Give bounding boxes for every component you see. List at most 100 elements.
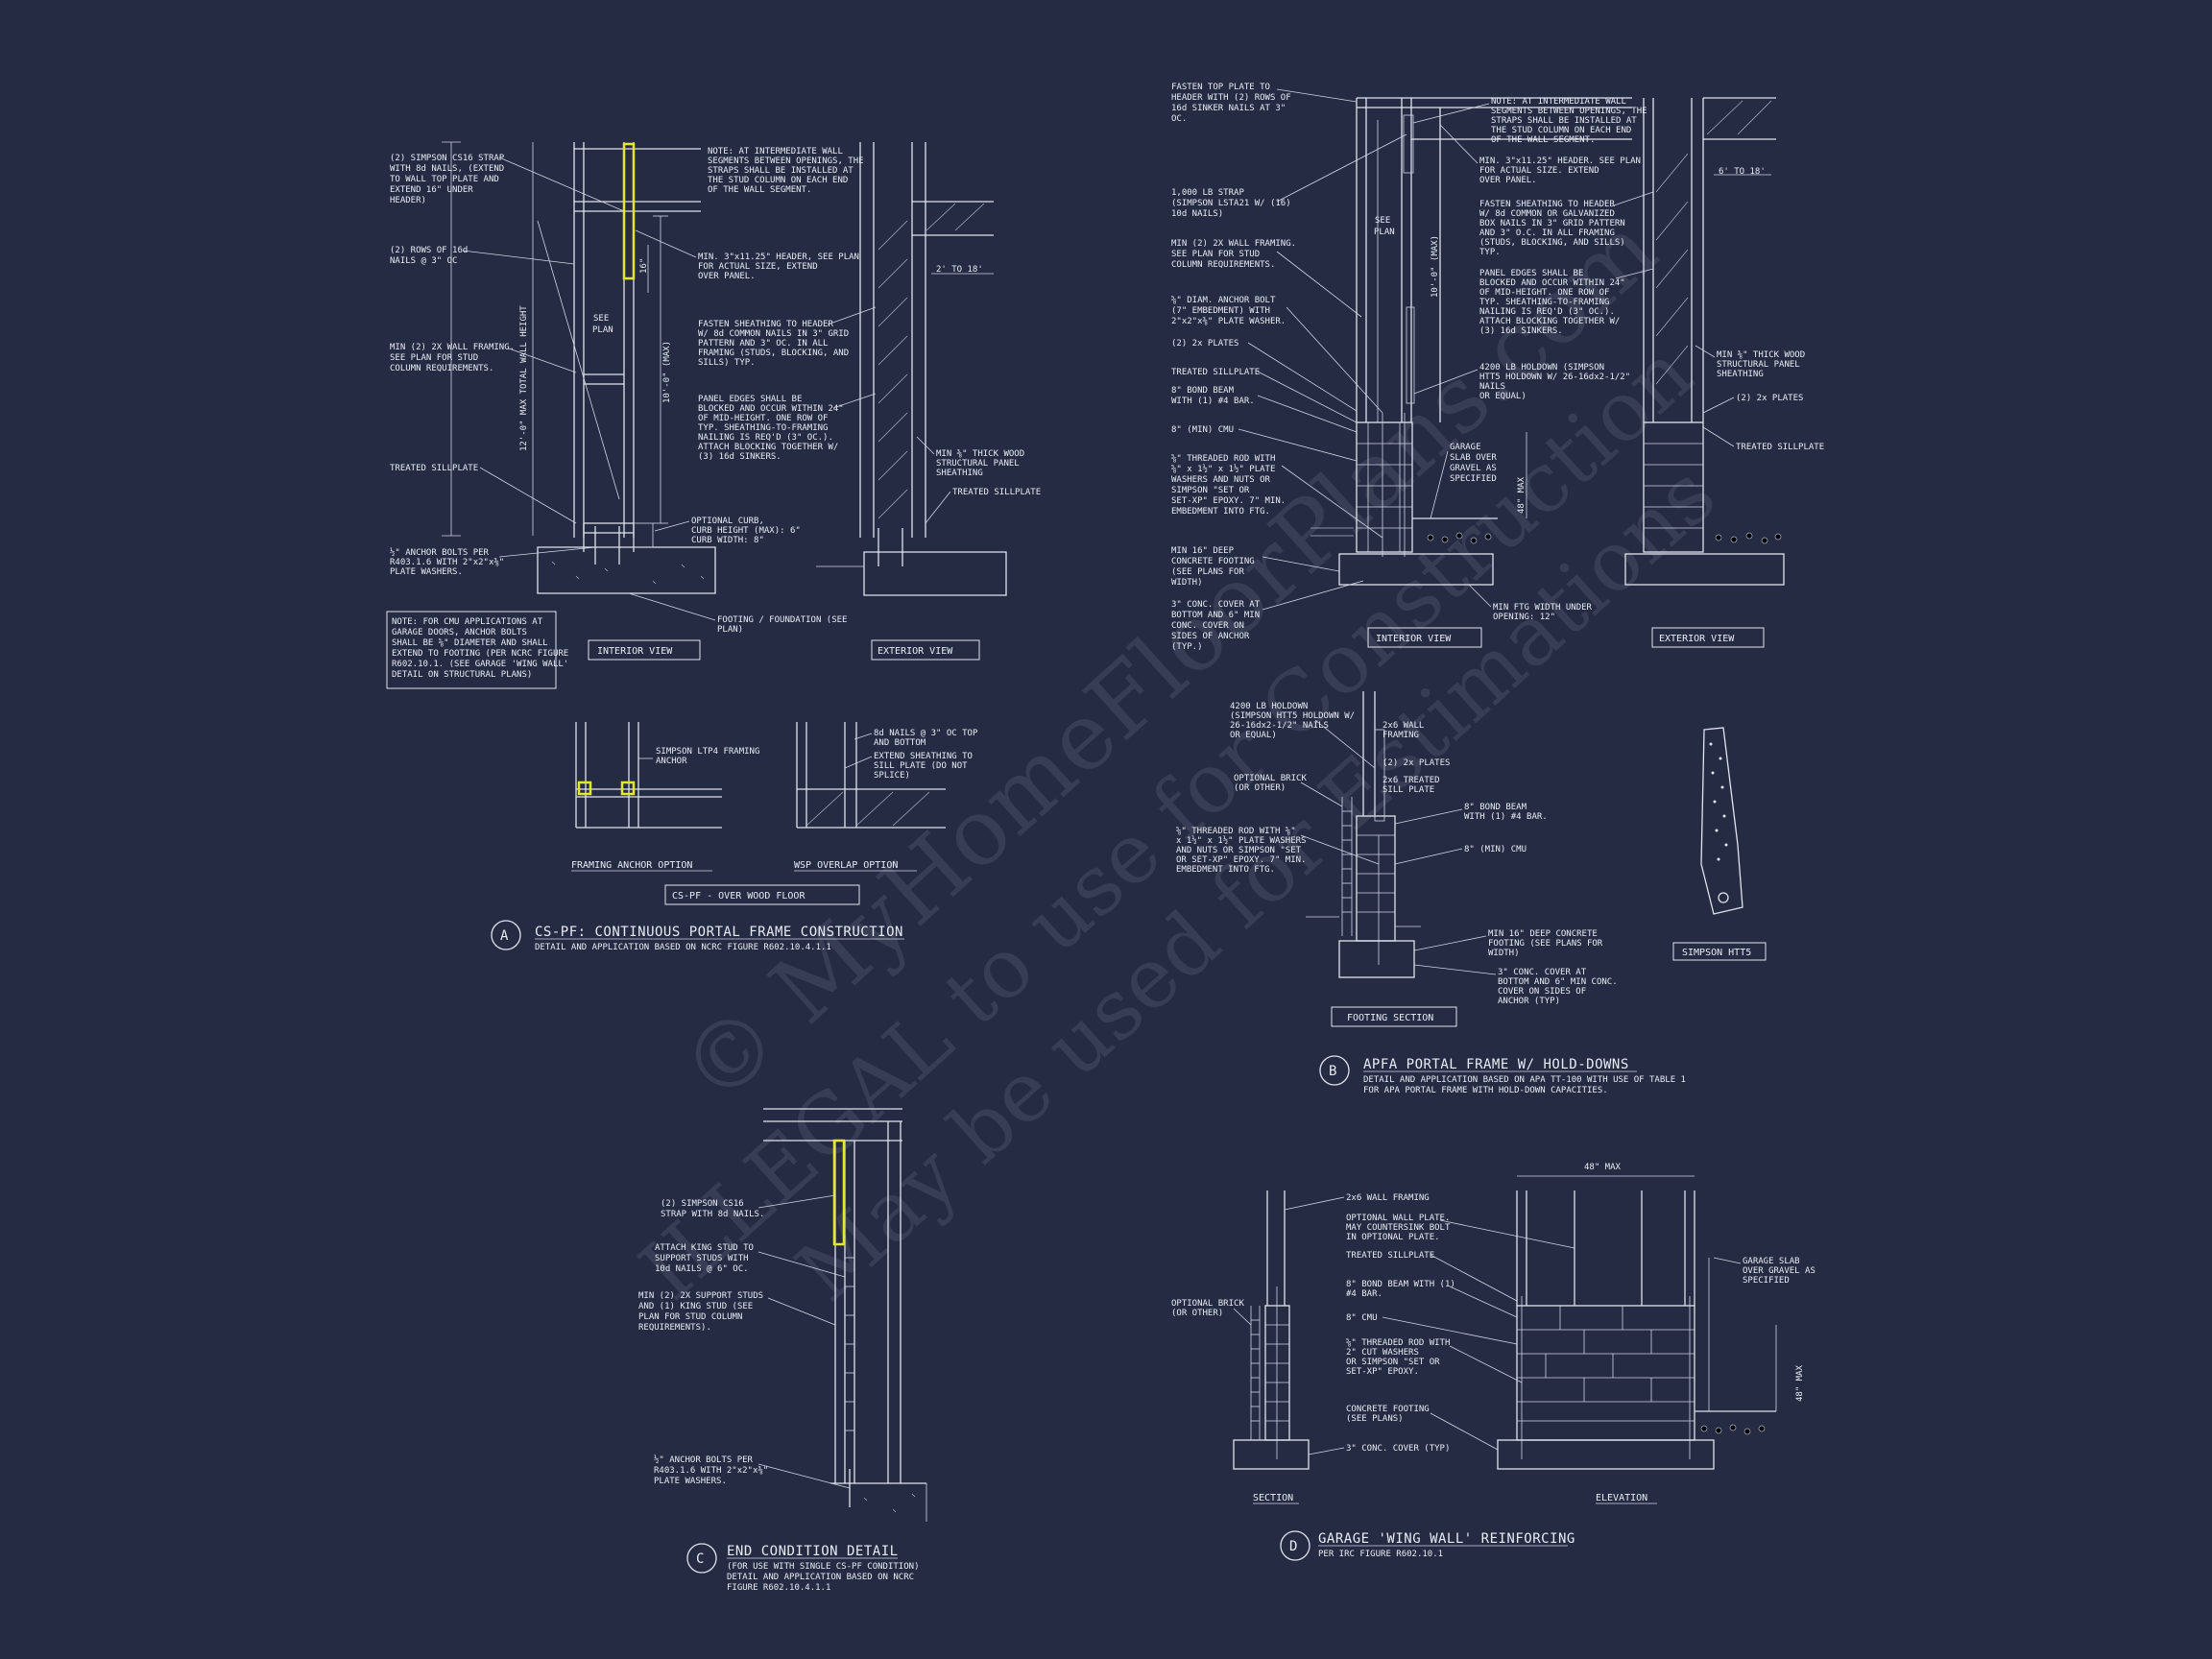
svg-text:ANCHOR: ANCHOR — [656, 757, 687, 766]
svg-text:MIN FTG WIDTH UNDER: MIN FTG WIDTH UNDER — [1493, 603, 1593, 613]
svg-text:STRAPS SHALL BE INSTALLED AT: STRAPS SHALL BE INSTALLED AT — [708, 166, 854, 176]
svg-text:PANEL EDGES SHALL BE: PANEL EDGES SHALL BE — [1479, 269, 1583, 278]
svg-text:TREATED SILLPLATE: TREATED SILLPLATE — [952, 488, 1041, 497]
svg-text:SIMPSON "SET OR: SIMPSON "SET OR — [1171, 486, 1250, 495]
svg-text:(3) 16d SINKERS.: (3) 16d SINKERS. — [698, 452, 781, 462]
detail-a-note-fasten: FASTEN SHEATHING TO HEADER W/ 8d COMMON … — [698, 306, 877, 368]
svg-text:ANCHOR (TYP): ANCHOR (TYP) — [1498, 997, 1560, 1006]
svg-text:BLOCKED AND OCCUR WITHIN 24": BLOCKED AND OCCUR WITHIN 24" — [1479, 278, 1625, 288]
svg-text:4200 LB HOLDOWN (SIMPSON: 4200 LB HOLDOWN (SIMPSON — [1479, 363, 1604, 373]
svg-text:(3) 16d SINKERS.: (3) 16d SINKERS. — [1479, 326, 1563, 336]
svg-text:R602.10.1. (SEE GARAGE 'WING W: R602.10.1. (SEE GARAGE 'WING WALL' — [392, 660, 568, 669]
detail-d-dim-48v: 48" MAX — [1795, 1364, 1805, 1402]
detail-a-note-extend: EXTEND SHEATHING TO SILL PLATE (DO NOT S… — [844, 752, 973, 781]
detail-b: FASTEN TOP PLATE TO HEADER WITH (2) ROWS… — [1171, 83, 1824, 1095]
svg-text:DETAIL ON STRUCTURAL PLANS): DETAIL ON STRUCTURAL PLANS) — [392, 670, 532, 680]
svg-text:WITH (1) #4 BAR.: WITH (1) #4 BAR. — [1464, 812, 1548, 822]
svg-text:⅝" DIAM. ANCHOR BOLT: ⅝" DIAM. ANCHOR BOLT — [1171, 296, 1276, 305]
detail-d: 2x6 WALL FRAMING OPTIONAL WALL PLATE. MA… — [1171, 1163, 1815, 1561]
svg-text:OPTIONAL BRICK: OPTIONAL BRICK — [1171, 1299, 1244, 1309]
detail-d-note-brick: OPTIONAL BRICK (OR OTHER) — [1171, 1299, 1252, 1326]
detail-b-subtitle-1: DETAIL AND APPLICATION BASED ON APA TT-1… — [1363, 1075, 1686, 1085]
svg-text:GRAVEL AS: GRAVEL AS — [1450, 464, 1497, 473]
svg-text:HEADER): HEADER) — [390, 196, 426, 205]
svg-text:HTT5 HOLDOWN W/ 26-16dx2-1/2": HTT5 HOLDOWN W/ 26-16dx2-1/2" — [1479, 373, 1630, 382]
svg-text:3" CONC. COVER (TYP): 3" CONC. COVER (TYP) — [1346, 1444, 1450, 1454]
svg-text:CURB HEIGHT (MAX): 6": CURB HEIGHT (MAX): 6" — [691, 526, 801, 536]
svg-text:TREATED SILLPLATE: TREATED SILLPLATE — [1346, 1251, 1434, 1261]
svg-text:OVER PANEL.: OVER PANEL. — [1479, 176, 1537, 185]
svg-text:OPTIONAL WALL PLATE.: OPTIONAL WALL PLATE. — [1346, 1214, 1450, 1223]
svg-text:STRAP WITH 8d NAILS.: STRAP WITH 8d NAILS. — [661, 1210, 764, 1219]
svg-text:(2) SIMPSON CS16: (2) SIMPSON CS16 — [661, 1199, 744, 1209]
detail-a: (2) SIMPSON CS16 STRAP WITH 8d NAILS, (E… — [386, 141, 1041, 952]
detail-a-dim-2to18: 2' TO 18' — [936, 265, 983, 275]
detail-d-note-garage: GARAGE SLAB OVER GRAVEL AS SPECIFIED — [1713, 1257, 1815, 1286]
detail-b-interior-drawing — [1310, 97, 1632, 586]
svg-text:2x6 TREATED: 2x6 TREATED — [1382, 776, 1440, 785]
detail-d-subtitle: PER IRC FIGURE R602.10.1 — [1318, 1550, 1443, 1559]
detail-a-dim-16: 16" — [639, 258, 649, 274]
detail-a-title-block: A CS-PF: CONTINUOUS PORTAL FRAME CONSTRU… — [491, 920, 904, 952]
detail-a-note-treated2: TREATED SILLPLATE — [925, 488, 1041, 524]
detail-a-note-anchor: ½" ANCHOR BOLTS PER R403.1.6 WITH 2"x2"x… — [390, 546, 596, 577]
svg-text:MIN (2) 2X WALL FRAMING.: MIN (2) 2X WALL FRAMING. — [1171, 239, 1296, 249]
svg-text:STRAPS SHALL BE INSTALLED AT: STRAPS SHALL BE INSTALLED AT — [1491, 116, 1637, 126]
svg-text:BOX NAILS IN 3" GRID PATTERN: BOX NAILS IN 3" GRID PATTERN — [1479, 219, 1625, 228]
svg-text:HEADER WITH (2) ROWS OF: HEADER WITH (2) ROWS OF — [1171, 93, 1291, 103]
svg-text:AND 3" O.C. IN ALL FRAMING: AND 3" O.C. IN ALL FRAMING — [1479, 228, 1615, 238]
detail-d-section-drawing — [1233, 1190, 1310, 1470]
svg-text:4200 LB HOLDOWN: 4200 LB HOLDOWN — [1230, 702, 1308, 711]
detail-d-note-cover: 3" CONC. COVER (TYP) — [1308, 1444, 1450, 1455]
detail-b-note-sheathing: MIN ⅜" THICK WOOD STRUCTURAL PANEL SHEAT… — [1695, 345, 1805, 379]
svg-text:NOTE: AT INTERMEDIATE WALL: NOTE: AT INTERMEDIATE WALL — [1491, 97, 1626, 107]
svg-text:R403.1.6 WITH 2"x2"x⅜": R403.1.6 WITH 2"x2"x⅜" — [390, 558, 504, 567]
svg-text:COLUMN REQUIREMENTS.: COLUMN REQUIREMENTS. — [1171, 260, 1275, 270]
detail-a-note-intermediate: NOTE: AT INTERMEDIATE WALL SEGMENTS BETW… — [708, 147, 864, 195]
detail-d-note-footing: CONCRETE FOOTING (SEE PLANS) — [1346, 1405, 1499, 1451]
svg-text:OF THE WALL SEGMENT.: OF THE WALL SEGMENT. — [708, 185, 811, 195]
detail-b-fs-treated: 2x6 TREATED SILL PLATE — [1382, 776, 1440, 795]
svg-text:THE STUD COLUMN ON EACH END: THE STUD COLUMN ON EACH END — [708, 176, 848, 185]
detail-b-fs-plates: (2) 2x PLATES — [1382, 758, 1450, 768]
svg-text:FASTEN SHEATHING TO HEADER: FASTEN SHEATHING TO HEADER — [698, 320, 833, 329]
detail-b-note-intermediate: NOTE: AT INTERMEDIATE WALL SEGMENTS BETW… — [1412, 97, 1647, 145]
svg-text:3" CONC. COVER AT: 3" CONC. COVER AT — [1171, 600, 1261, 610]
svg-text:SPLICE): SPLICE) — [874, 771, 910, 781]
detail-b-note-header: MIN. 3"x11.25" HEADER. SEE PLAN FOR ACTU… — [1439, 124, 1641, 185]
detail-b-note-ftg-width: MIN FTG WIDTH UNDER OPENING: 12" — [1468, 584, 1593, 622]
svg-text:26-16dx2-1/2" NAILS: 26-16dx2-1/2" NAILS — [1230, 721, 1329, 731]
detail-a-note-box: NOTE: FOR CMU APPLICATIONS AT GARAGE DOO… — [386, 611, 568, 689]
svg-text:TREATED SILLPLATE: TREATED SILLPLATE — [390, 464, 478, 473]
detail-c-subtitle-2: DETAIL AND APPLICATION BASED ON NCRC — [727, 1573, 914, 1582]
detail-b-title-block: B APFA PORTAL FRAME W/ HOLD-DOWNS DETAIL… — [1319, 1055, 1686, 1095]
detail-b-exterior-drawing — [1624, 97, 1785, 586]
svg-text:(OR OTHER): (OR OTHER) — [1171, 1309, 1223, 1318]
svg-text:#4 BAR.: #4 BAR. — [1346, 1289, 1382, 1299]
detail-b-note-bond: 8" BOND BEAM WITH (1) #4 BAR. — [1171, 386, 1358, 433]
svg-text:SET-XP" EPOXY.: SET-XP" EPOXY. — [1346, 1367, 1419, 1377]
svg-text:MAY COUNTERSINK BOLT: MAY COUNTERSINK BOLT — [1346, 1223, 1451, 1233]
svg-text:ATTACH BLOCKING TOGETHER W/: ATTACH BLOCKING TOGETHER W/ — [698, 443, 838, 452]
detail-a-note-curb: OPTIONAL CURB, CURB HEIGHT (MAX): 6" CUR… — [654, 517, 801, 545]
detail-b-note-garage: GARAGE SLAB OVER GRAVEL AS SPECIFIED — [1430, 443, 1497, 519]
detail-a-interior-label: INTERIOR VIEW — [588, 639, 701, 661]
detail-a-note-sheathing: MIN ⅜" THICK WOOD STRUCTURAL PANEL SHEAT… — [916, 436, 1024, 478]
detail-a-wsp-label: WSP OVERLAP OPTION — [794, 860, 917, 872]
svg-text:1,000 LB STRAP: 1,000 LB STRAP — [1171, 188, 1244, 198]
detail-b-fs-cover: 3" CONC. COVER AT BOTTOM AND 6" MIN CONC… — [1413, 964, 1618, 1006]
detail-b-fs-2x6: 2x6 WALL FRAMING — [1382, 721, 1424, 740]
svg-text:SIMPSON HTT5: SIMPSON HTT5 — [1682, 948, 1751, 958]
detail-b-note-treated-ext: TREATED SILLPLATE — [1736, 443, 1824, 452]
svg-text:REQUIREMENTS).: REQUIREMENTS). — [638, 1323, 711, 1333]
svg-text:R403.1.6 WITH 2"x2"x⅜": R403.1.6 WITH 2"x2"x⅜" — [654, 1466, 768, 1476]
detail-b-note-cover: 3" CONC. COVER AT BOTTOM AND 6" MIN CONC… — [1171, 580, 1364, 652]
svg-text:(OR OTHER): (OR OTHER) — [1234, 783, 1286, 793]
svg-text:OPENING: 12": OPENING: 12" — [1493, 613, 1555, 622]
svg-text:SHEATHING: SHEATHING — [1717, 370, 1764, 379]
detail-d-note-cmu: 8" CMU — [1346, 1313, 1378, 1323]
svg-text:SECTION: SECTION — [1253, 1493, 1293, 1503]
detail-a-note-sillplate: TREATED SILLPLATE — [390, 464, 577, 524]
detail-b-fs-cmu: 8" (MIN) CMU — [1464, 845, 1527, 854]
